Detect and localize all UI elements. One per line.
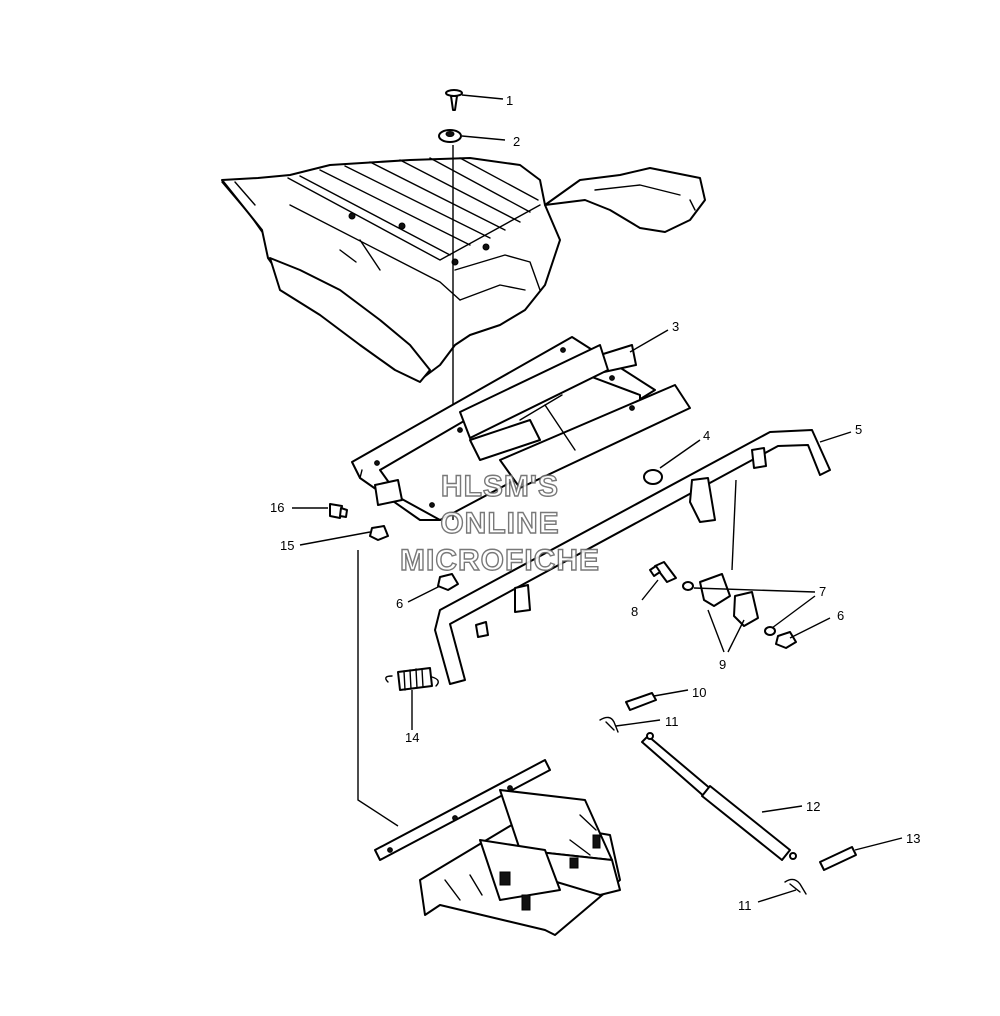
washer-part-7-left bbox=[682, 581, 694, 591]
clip-nut-part-2 bbox=[438, 129, 462, 143]
callout-11-lower: 11 bbox=[738, 898, 752, 913]
callout-10: 10 bbox=[692, 685, 706, 700]
rail-bar-part-5 bbox=[434, 429, 831, 685]
clip-part-11-lower bbox=[784, 878, 807, 895]
callout-6-right: 6 bbox=[837, 608, 844, 623]
callout-9: 9 bbox=[719, 657, 726, 672]
callout-2: 2 bbox=[513, 134, 520, 149]
callout-12: 12 bbox=[806, 799, 820, 814]
pin-part-13 bbox=[819, 846, 857, 871]
bolt-part-16 bbox=[329, 503, 348, 519]
alignment-line-b bbox=[731, 479, 737, 571]
callout-numbers: 1 2 3 4 5 16 15 6 8 7 6 9 14 10 11 12 13… bbox=[270, 93, 920, 913]
callout-3: 3 bbox=[672, 319, 679, 334]
screw-part-1 bbox=[445, 89, 463, 111]
rear-fender-body bbox=[221, 157, 706, 383]
callout-4: 4 bbox=[703, 428, 710, 443]
bushing-part-9 bbox=[699, 573, 759, 627]
watermark-line-1: HLSM'S bbox=[440, 469, 560, 503]
washer-part-7-right bbox=[764, 626, 776, 636]
watermark-line-3: MICROFICHE bbox=[399, 543, 600, 577]
spring-part-14 bbox=[385, 667, 439, 691]
rack-frame-part-3 bbox=[351, 336, 691, 521]
callout-8: 8 bbox=[631, 604, 638, 619]
nut-part-6-right bbox=[775, 631, 797, 649]
hitch-frame-assembly bbox=[374, 759, 621, 936]
watermark-line-2: ONLINE bbox=[440, 506, 560, 540]
nut-part-6-left bbox=[437, 573, 459, 591]
clip-part-11-upper bbox=[599, 716, 619, 733]
callout-16: 16 bbox=[270, 500, 284, 515]
callout-15: 15 bbox=[280, 538, 294, 553]
pin-part-10 bbox=[625, 692, 657, 711]
callout-leaders bbox=[292, 94, 903, 903]
grommet-part-4 bbox=[643, 469, 663, 485]
bolt-part-8 bbox=[649, 561, 677, 583]
nut-part-15 bbox=[369, 525, 389, 541]
gas-strut-part-12 bbox=[641, 732, 797, 861]
alignment-line-c bbox=[357, 550, 399, 827]
callout-13: 13 bbox=[906, 831, 920, 846]
callout-6-left: 6 bbox=[396, 596, 403, 611]
callout-14: 14 bbox=[405, 730, 419, 745]
callout-1: 1 bbox=[506, 93, 513, 108]
callout-11-upper: 11 bbox=[665, 714, 679, 729]
callout-5: 5 bbox=[855, 422, 862, 437]
callout-7: 7 bbox=[819, 584, 826, 599]
